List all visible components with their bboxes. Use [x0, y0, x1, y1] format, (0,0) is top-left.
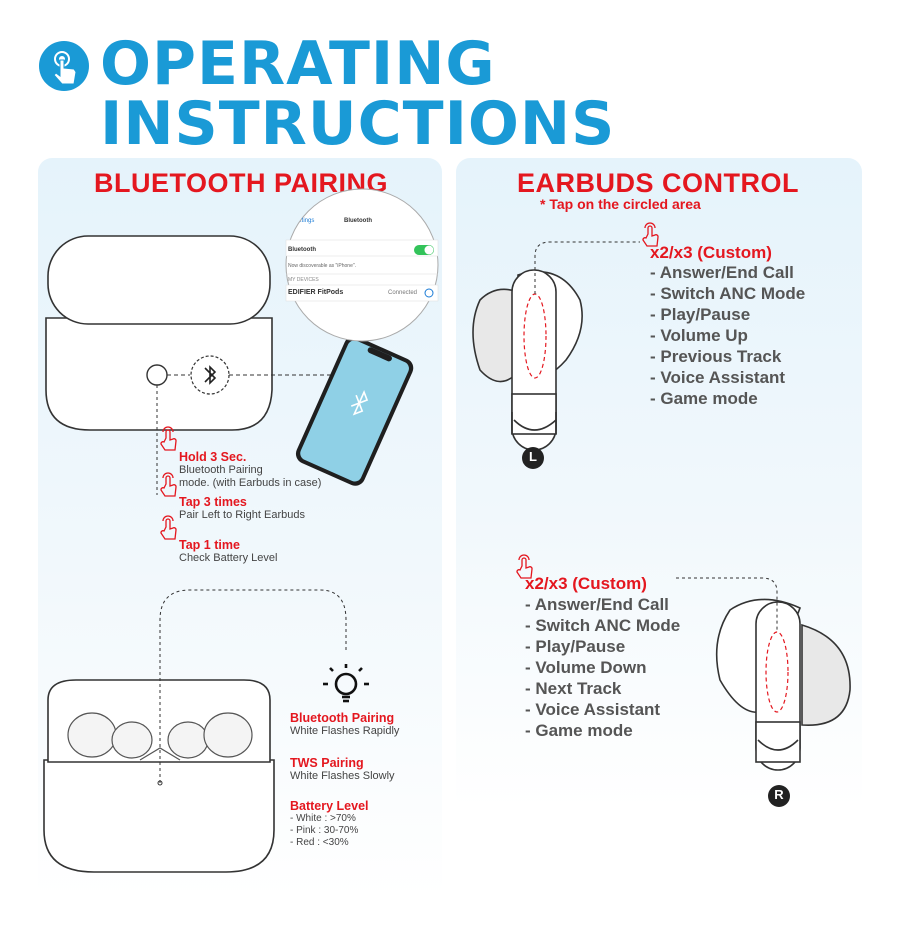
left-earbud [472, 269, 583, 451]
right-controls-list: - Answer/End Call - Switch ANC Mode - Pl… [525, 594, 680, 741]
step-hold-desc-1: Bluetooth Pairing [179, 464, 263, 476]
earbuds-control-title: EARBUDS CONTROL [517, 168, 799, 198]
info-icon [424, 288, 434, 298]
settings-heading: Bluetooth [344, 218, 372, 224]
discoverable-text: Now discoverable as "iPhone". [288, 263, 357, 269]
right-controls-heading: x2/x3 (Custom) [525, 574, 647, 593]
left-controls-heading: x2/x3 (Custom) [650, 243, 772, 262]
bluetooth-row-label: Bluetooth [288, 247, 316, 253]
list-item: - Voice Assistant [525, 700, 661, 719]
charging-case-closed [45, 235, 273, 431]
tap-icon-3x [160, 472, 177, 497]
smartphone [295, 336, 414, 486]
settings-back-link[interactable]: .tings [300, 218, 315, 224]
list-item: - Game mode [650, 389, 758, 408]
my-devices-header: MY DEVICES [288, 277, 319, 283]
step-hold-desc-2: mode. (with Earbuds in case) [179, 477, 322, 489]
page-title-line-2: INSTRUCTIONS [100, 89, 616, 159]
step-tap3-desc: Pair Left to Right Earbuds [179, 509, 305, 521]
list-item: - Voice Assistant [650, 368, 786, 387]
left-tap-icon [642, 222, 659, 247]
right-badge-label: R [774, 787, 784, 802]
list-item: - Play/Pause [525, 637, 626, 656]
indicator-battery-label: Battery Level [290, 799, 369, 813]
list-item: - Switch ANC Mode [525, 616, 681, 635]
indicator-bt-desc: White Flashes Rapidly [290, 725, 400, 737]
tap-hand-icon [39, 41, 89, 91]
right-touch-area [765, 631, 789, 713]
right-badge [768, 785, 790, 807]
step-hold-label: Hold 3 Sec. [179, 450, 247, 464]
case-button [146, 364, 168, 386]
indicator-battery-pink: - Pink : 30-70% [290, 825, 359, 836]
indicator-battery-red: - Red : <30% [290, 837, 349, 848]
right-earbud [715, 598, 851, 771]
list-item: - Switch ANC Mode [650, 284, 806, 303]
list-item: - Previous Track [650, 347, 782, 366]
step-tap1-desc: Check Battery Level [179, 552, 278, 564]
left-controls-list: - Answer/End Call - Switch ANC Mode - Pl… [650, 262, 805, 409]
left-badge-label: L [529, 449, 537, 464]
step-tap3-label: Tap 3 times [179, 495, 247, 509]
tap-icon-hold [160, 426, 177, 451]
step-tap1-label: Tap 1 time [179, 538, 240, 552]
indicator-tws-label: TWS Pairing [290, 756, 364, 770]
list-item: - Next Track [525, 679, 622, 698]
list-item: - Answer/End Call [525, 595, 669, 614]
tap-note: * Tap on the circled area [540, 196, 701, 212]
list-item: - Volume Up [650, 326, 748, 345]
device-status: Connected [388, 290, 418, 296]
left-badge [522, 447, 544, 469]
earbuds-in-case [67, 712, 253, 761]
page-title-line-1: OPERATING [100, 29, 496, 99]
list-item: - Volume Down [525, 658, 647, 677]
device-name[interactable]: EDIFIER FitPods [288, 289, 344, 296]
indicator-battery-white: - White : >70% [290, 813, 356, 824]
tap-icon-1x [160, 515, 177, 540]
indicator-bt-label: Bluetooth Pairing [290, 711, 395, 725]
list-item: - Answer/End Call [650, 263, 794, 282]
indicator-tws-desc: White Flashes Slowly [290, 770, 395, 782]
list-item: - Game mode [525, 721, 633, 740]
led-light-icon [323, 664, 369, 703]
settings-magnifier [285, 188, 439, 342]
list-item: - Play/Pause [650, 305, 751, 324]
right-tap-icon [516, 554, 533, 579]
charging-case-open [43, 679, 275, 873]
